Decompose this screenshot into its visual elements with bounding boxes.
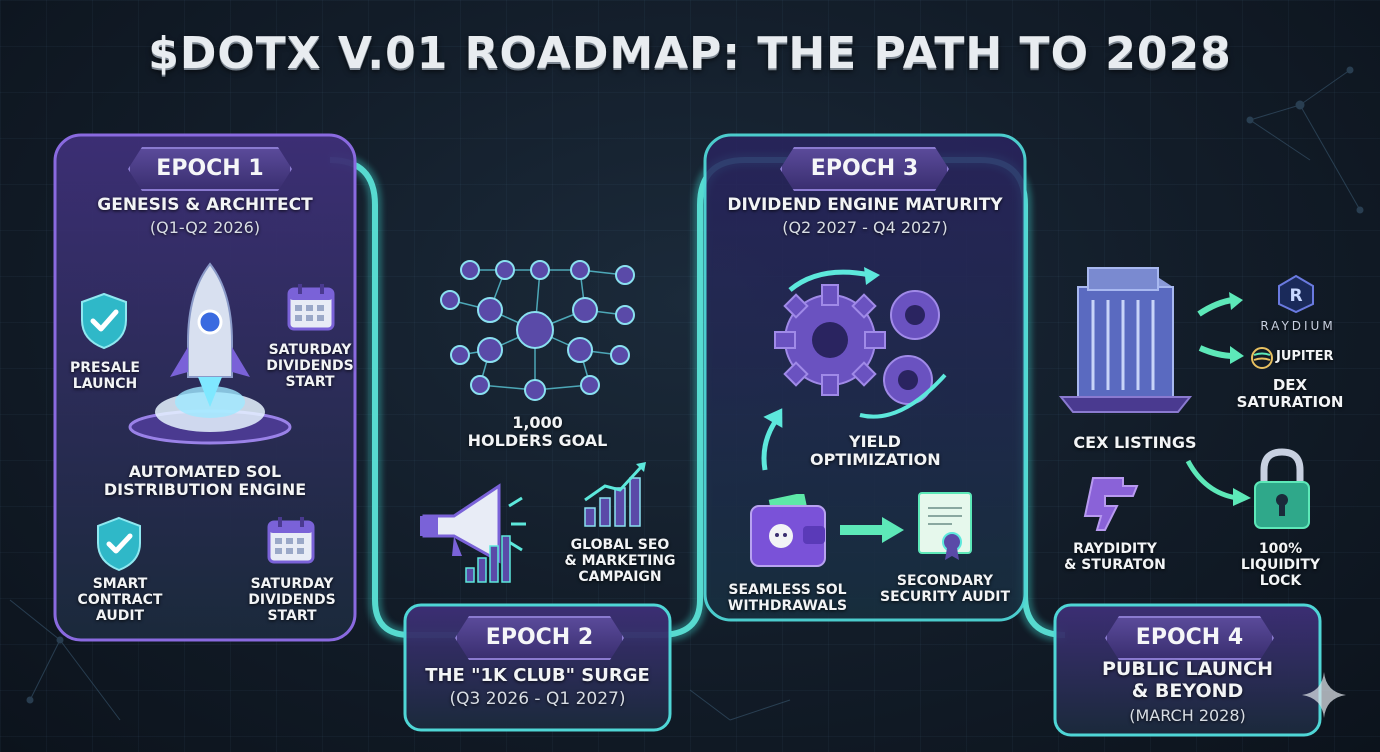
shield-check-icon bbox=[97, 516, 141, 572]
raydium-logo-icon: R bbox=[1278, 274, 1314, 314]
epoch-3-tag: EPOCH 3 bbox=[780, 147, 949, 191]
calendar-icon bbox=[287, 284, 335, 331]
shield-check-icon bbox=[81, 292, 127, 350]
raydidity-icon bbox=[1083, 477, 1139, 531]
network-icon bbox=[440, 260, 635, 401]
saturday-dividends-label-top: SATURDAY DIVIDENDS START bbox=[266, 342, 354, 391]
epoch-2-dates: (Q3 2026 - Q1 2027) bbox=[449, 689, 626, 709]
calendar-icon bbox=[267, 517, 315, 564]
arrow-right-icon bbox=[1198, 345, 1244, 364]
marketing-campaign-label: GLOBAL SEO & MARKETING CAMPAIGN bbox=[564, 537, 676, 586]
epoch-1-heading: GENESIS & ARCHITECT bbox=[97, 195, 313, 215]
network-decoration bbox=[9, 66, 1364, 721]
raydidity-label: RAYDIDITY & STURATON bbox=[1064, 541, 1166, 574]
epoch-3-dates: (Q2 2027 - Q4 2027) bbox=[782, 218, 948, 237]
arrow-right-icon bbox=[1185, 459, 1251, 506]
epoch-1-tag: EPOCH 1 bbox=[128, 147, 292, 191]
security-audit-label: SECONDARY SECURITY AUDIT bbox=[880, 573, 1010, 606]
arrow-right-icon bbox=[1197, 292, 1243, 317]
jupiter-label: JUPITER bbox=[1276, 349, 1334, 364]
raydium-label: RAYDIUM bbox=[1260, 319, 1336, 333]
wallet-icon bbox=[750, 494, 826, 567]
presale-launch-label: PRESALE LAUNCH bbox=[69, 360, 140, 393]
dex-saturation-label: DEX SATURATION bbox=[1236, 376, 1344, 412]
rocket-icon bbox=[128, 262, 292, 445]
smart-contract-audit-label: SMART CONTRACT AUDIT bbox=[77, 576, 163, 625]
epoch-2-tag: EPOCH 2 bbox=[455, 616, 624, 660]
megaphone-icon bbox=[420, 483, 526, 583]
distribution-engine-label: AUTOMATED SOL DISTRIBUTION ENGINE bbox=[103, 462, 307, 500]
padlock-icon bbox=[1254, 448, 1310, 529]
holders-goal-label: 1,000 HOLDERS GOAL bbox=[467, 413, 608, 451]
epoch-4-dates: (MARCH 2028) bbox=[1129, 706, 1246, 725]
gears-icon bbox=[761, 267, 947, 471]
epoch-2-heading: THE "1K CLUB" SURGE bbox=[425, 665, 650, 686]
certificate-icon bbox=[918, 492, 972, 560]
epoch-3-heading: DIVIDEND ENGINE MATURITY bbox=[727, 195, 1003, 215]
sol-withdrawals-label: SEAMLESS SOL WITHDRAWALS bbox=[727, 582, 848, 615]
yield-optimization-label: YIELD OPTIMIZATION bbox=[810, 432, 941, 470]
jupiter-logo-icon bbox=[1251, 347, 1273, 369]
svg-text:R: R bbox=[1289, 286, 1302, 306]
epoch-4-heading: PUBLIC LAUNCH & BEYOND bbox=[1102, 658, 1273, 702]
sparkle-icon bbox=[1302, 672, 1346, 718]
epoch-1-dates: (Q1-Q2 2026) bbox=[149, 218, 261, 237]
building-icon bbox=[1058, 267, 1193, 413]
bar-chart-icon bbox=[584, 462, 646, 527]
liquidity-lock-label: 100% LIQUIDITY LOCK bbox=[1240, 541, 1321, 590]
saturday-dividends-label-bottom: SATURDAY DIVIDENDS START bbox=[248, 576, 336, 625]
page-title: $DOTX V.01 ROADMAP: THE PATH TO 2028 bbox=[148, 28, 1232, 79]
epoch-4-tag: EPOCH 4 bbox=[1105, 616, 1274, 660]
cex-listings-label: CEX LISTINGS bbox=[1073, 433, 1197, 452]
arrow-right-icon bbox=[840, 517, 904, 543]
